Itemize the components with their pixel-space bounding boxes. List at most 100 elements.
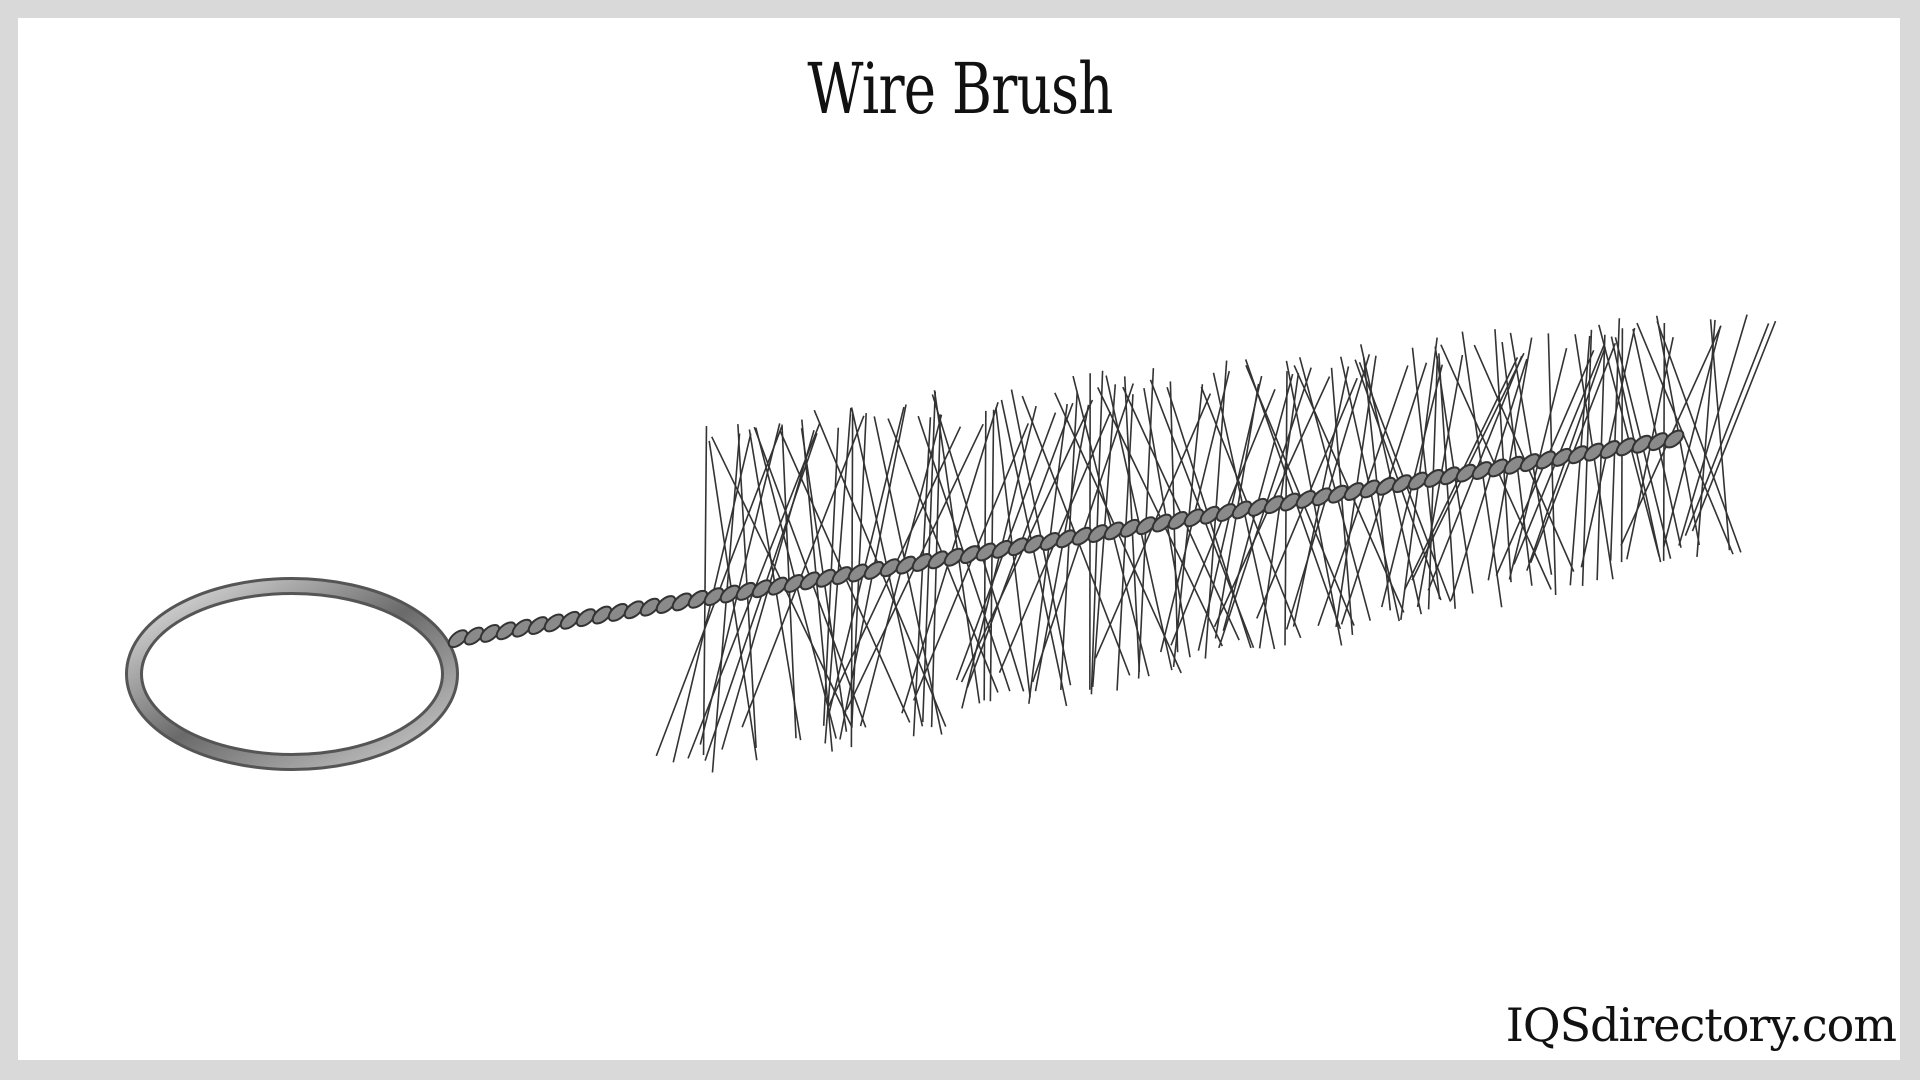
twist-segment — [1023, 534, 1045, 554]
twist-segment — [1199, 505, 1221, 525]
bristle — [708, 440, 758, 761]
twist-segment — [479, 623, 501, 643]
twist-segment — [799, 571, 821, 591]
twist-segment — [527, 616, 549, 635]
bristle — [827, 406, 905, 718]
twist-segment — [751, 579, 773, 599]
twist-segment — [1439, 466, 1461, 486]
bristle — [1609, 318, 1621, 561]
twist-segment — [591, 605, 613, 625]
twist-segment — [703, 587, 725, 607]
twist-segment — [991, 539, 1013, 559]
bristle — [1473, 344, 1575, 572]
bristle — [873, 416, 943, 735]
twist-segment — [1407, 471, 1429, 491]
twist-segment — [671, 592, 693, 612]
ring-handle-highlight — [128, 580, 456, 768]
twist-segment — [1567, 445, 1589, 465]
bristle — [912, 417, 932, 737]
twist-segment — [1039, 532, 1061, 551]
bristle — [741, 415, 865, 728]
twist-segment — [543, 613, 565, 633]
twist-segment — [1487, 458, 1509, 478]
twist-segment — [1087, 524, 1109, 544]
twist-segment — [463, 626, 485, 646]
twist-segment — [1263, 495, 1285, 515]
bristle — [1596, 334, 1606, 581]
bristle — [1258, 373, 1300, 649]
bristles — [655, 314, 1777, 773]
twist-segment — [575, 608, 597, 628]
page-title: Wire Brush — [807, 48, 1113, 130]
bristle — [1000, 399, 1068, 707]
twist-segment — [767, 576, 789, 596]
twist-segment — [1247, 497, 1269, 517]
twist-segment — [1535, 450, 1557, 470]
twist-segment — [639, 597, 661, 617]
twist-segment — [863, 560, 885, 580]
bristle — [1636, 322, 1734, 555]
twist-segment — [1631, 434, 1653, 454]
twist-segment — [1231, 500, 1253, 520]
bristle — [1487, 337, 1533, 581]
bristle — [1678, 314, 1748, 546]
bristle — [1494, 329, 1512, 583]
twist-segment — [1503, 455, 1525, 475]
twist-segment — [895, 555, 917, 575]
twist-segment — [943, 547, 965, 567]
twist-segment — [975, 542, 997, 562]
twist-segment — [1343, 482, 1365, 501]
twist-segment — [1119, 518, 1141, 538]
twist-segment — [655, 595, 677, 614]
twist-segment — [1007, 537, 1029, 557]
twist-segment — [1151, 513, 1173, 533]
twist-segment — [815, 568, 837, 588]
twist-segment — [1599, 440, 1621, 459]
twist-segment — [687, 589, 709, 609]
bristle — [1330, 367, 1354, 635]
twist-segment — [1471, 461, 1493, 480]
twist-segment — [1055, 529, 1077, 549]
twist-segment — [1391, 474, 1413, 494]
twist-segment — [1215, 503, 1237, 522]
bristle — [1696, 319, 1716, 558]
bristle — [930, 414, 942, 728]
bristle — [1684, 323, 1770, 536]
twist-segment — [1183, 508, 1205, 528]
twist-segment — [879, 558, 901, 578]
bristle — [1028, 403, 1068, 704]
twist-segment — [559, 610, 581, 630]
twist-segment — [495, 621, 517, 641]
twist-segment — [1071, 526, 1093, 546]
twist-segment — [1103, 521, 1125, 541]
twist-segment — [1295, 489, 1317, 509]
twist-segment — [1583, 442, 1605, 462]
twist-segment — [831, 566, 853, 586]
twist-segment — [623, 600, 645, 620]
twist-segment — [1615, 437, 1637, 457]
bristle — [933, 390, 981, 704]
twist-segment — [959, 545, 981, 565]
twist-segment — [447, 629, 469, 649]
bristle — [1709, 319, 1731, 551]
twist-segment — [783, 574, 805, 593]
twist-segment — [1167, 511, 1189, 530]
twist-segment — [511, 618, 533, 638]
bristle — [1245, 365, 1355, 626]
bristle — [1116, 394, 1134, 691]
twist-segment — [1519, 453, 1541, 473]
twist-segment — [1551, 447, 1573, 467]
twist-segment — [1279, 492, 1301, 512]
twist-segment — [735, 581, 757, 601]
twist-segment — [1663, 429, 1685, 449]
twist-segment — [1423, 468, 1445, 488]
twist-segment — [1455, 463, 1477, 483]
bristle — [699, 423, 781, 745]
twist-segment — [1359, 479, 1381, 499]
bristle — [1691, 320, 1777, 532]
twist-segment — [1375, 476, 1397, 496]
twist-segment — [1327, 484, 1349, 504]
twist-segment — [607, 602, 629, 622]
twist-segment — [1135, 516, 1157, 536]
